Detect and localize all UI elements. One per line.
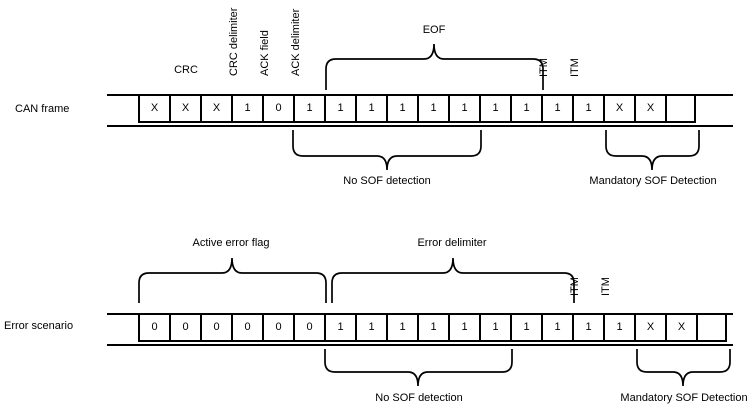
bit-cell [696,315,727,342]
mandatory-sof-brace-bottom [636,349,731,387]
itm-label-2: ITM [569,58,581,77]
bit-cell: 0 [262,96,293,123]
bit-cell: 1 [231,96,262,123]
bit-cell: X [603,96,634,123]
mandatory-sof-detection-label-bottom: Mandatory SOF Detection [620,392,748,404]
bit-cell: X [200,96,231,123]
bit-cell: 1 [386,96,417,123]
error-delimiter-label: Error delimiter [417,237,487,249]
bit-cell: 0 [200,315,231,342]
eof-label: EOF [422,24,446,36]
ack-delimiter-label: ACK delimiter [290,8,302,76]
bit-cell: 1 [541,315,572,342]
no-sof-detection-label-top: No SOF detection [343,175,431,187]
bit-cell: 1 [324,96,355,123]
bit-cell: 1 [417,96,448,123]
bit-cell: 0 [169,315,200,342]
bit-cell: X [634,96,665,123]
bit-cell: 1 [572,315,603,342]
bit-cell: 0 [262,315,293,342]
error-scenario-bit-row: 0 0 0 0 0 0 1 1 1 1 1 1 1 1 1 1 X X [107,313,733,346]
bit-cell: 1 [510,315,541,342]
eof-brace [325,43,544,90]
bit-cell: 1 [541,96,572,123]
bit-cell: 1 [448,315,479,342]
bit-cell: 1 [572,96,603,123]
no-sof-brace-top [292,130,482,171]
bit-cell: 1 [603,315,634,342]
bit-cell: 0 [293,315,324,342]
active-error-flag-brace [138,257,327,303]
bit-cell: X [169,96,200,123]
crc-delimiter-label: CRC delimiter [228,7,240,76]
bit-cell: 1 [386,315,417,342]
crc-label: CRC [174,64,198,76]
bit-cell: X [665,315,696,342]
itm-label-4: ITM [600,277,612,296]
rail-lead-segment [107,96,138,97]
mandatory-sof-brace-top [605,130,700,171]
no-sof-detection-label-bottom: No SOF detection [375,392,463,404]
bit-cell: X [138,96,169,123]
bit-cell: 1 [510,96,541,123]
bit-cell: 1 [479,315,510,342]
bit-cell: 0 [231,315,262,342]
bit-cell: 1 [355,315,386,342]
itm-label-1: ITM [538,58,550,77]
active-error-flag-label: Active error flag [192,237,270,249]
can-frame-row-label: CAN frame [15,103,70,115]
bit-cell: 1 [448,96,479,123]
rail-lead-segment [107,315,138,316]
bit-cell: 1 [417,315,448,342]
bit-cell: 1 [479,96,510,123]
bit-cell: 1 [293,96,324,123]
error-scenario-row-label: Error scenario [4,320,74,332]
can-frame-bit-row: X X X 1 0 1 1 1 1 1 1 1 1 1 1 X X [107,94,733,127]
bit-cell: 1 [355,96,386,123]
bit-cell: 0 [138,315,169,342]
bit-cell: 1 [324,315,355,342]
error-delimiter-brace [331,257,575,303]
no-sof-brace-bottom [324,349,513,387]
bit-cell [665,96,696,123]
mandatory-sof-detection-label-top: Mandatory SOF Detection [589,175,717,187]
itm-label-3: ITM [569,277,581,296]
ack-field-label: ACK field [259,30,271,76]
bit-cell: X [634,315,665,342]
